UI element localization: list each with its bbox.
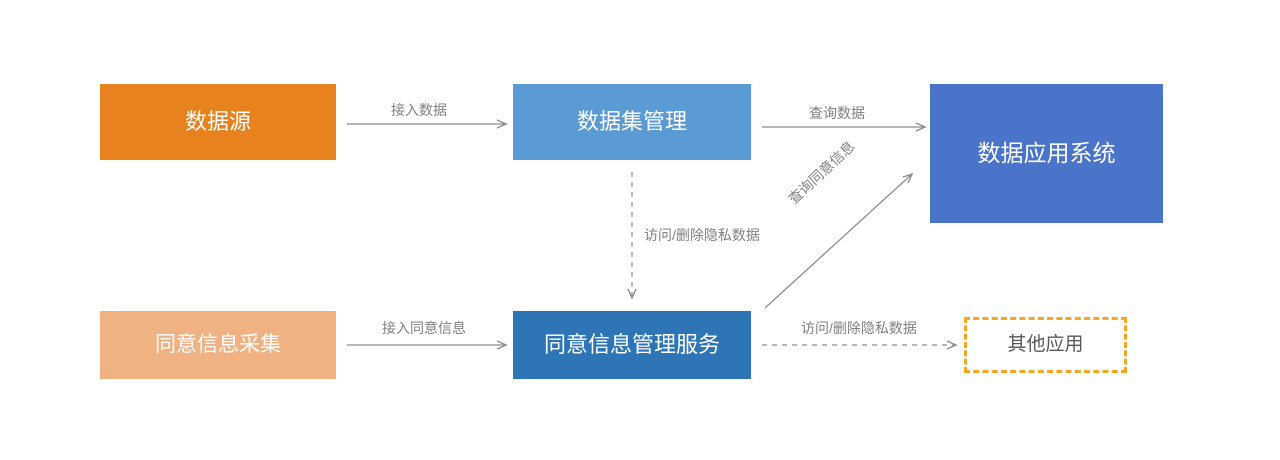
edge-label-access-delete-bottom: 访问/删除隐私数据 bbox=[801, 320, 917, 336]
edge-query-consent bbox=[764, 172, 914, 309]
node-consent-service-label: 同意信息管理服务 bbox=[543, 331, 720, 357]
node-consent-service[interactable]: 同意信息管理服务 bbox=[513, 311, 751, 379]
node-data-source[interactable]: 数据源 bbox=[100, 84, 336, 160]
node-data-app-system[interactable]: 数据应用系统 bbox=[930, 84, 1163, 223]
node-other-apps[interactable]: 其他应用 bbox=[964, 317, 1127, 373]
node-other-apps-label: 其他应用 bbox=[1007, 333, 1084, 355]
node-consent-collection-label: 同意信息采集 bbox=[155, 333, 281, 357]
node-consent-collection[interactable]: 同意信息采集 bbox=[100, 311, 336, 379]
node-data-source-label: 数据源 bbox=[184, 108, 251, 134]
edge-label-access-delete-vertical: 访问/删除隐私数据 bbox=[644, 227, 760, 243]
edge-label-ingest-consent: 接入同意信息 bbox=[382, 320, 466, 336]
node-dataset-management[interactable]: 数据集管理 bbox=[513, 84, 751, 160]
node-data-app-system-label: 数据应用系统 bbox=[977, 139, 1116, 166]
node-dataset-management-label: 数据集管理 bbox=[576, 108, 687, 134]
edge-label-query-data: 查询数据 bbox=[809, 105, 865, 121]
edge-label-ingest-data: 接入数据 bbox=[391, 102, 447, 118]
